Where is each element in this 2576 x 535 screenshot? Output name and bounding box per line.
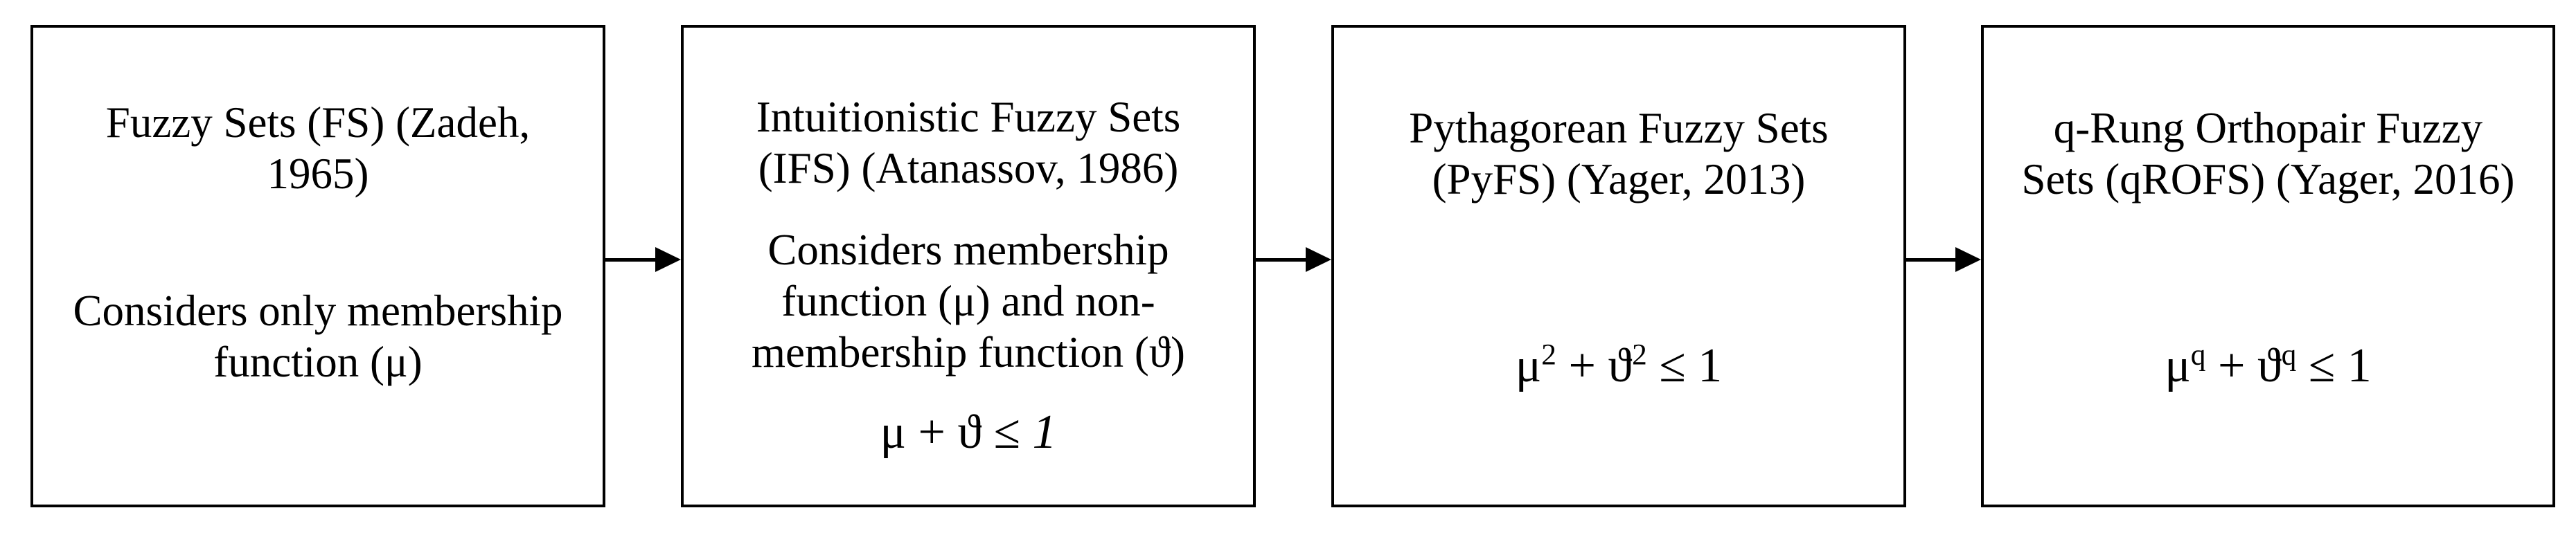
arrow-ifs-to-pyfs-head-icon bbox=[1306, 247, 1331, 272]
box-pythagorean-fuzzy-sets-title: Pythagorean Fuzzy Sets(PyFS) (Yager, 201… bbox=[1409, 104, 1829, 203]
box-intuitionistic-fuzzy-sets: Intuitionistic Fuzzy Sets(IFS) (Atanasso… bbox=[681, 25, 1256, 507]
box-fuzzy-sets: Fuzzy Sets (FS) (Zadeh,1965) Considers o… bbox=[30, 25, 605, 507]
box-intuitionistic-fuzzy-sets-title: Intuitionistic Fuzzy Sets(IFS) (Atanasso… bbox=[756, 93, 1181, 192]
box-qrung-orthopair-fuzzy-sets-formula: μq + ϑq ≤ 1 bbox=[2165, 338, 2372, 392]
arrow-pyfs-to-qrofs-line bbox=[1906, 258, 1957, 262]
arrow-fs-to-ifs-line bbox=[605, 258, 657, 262]
box-pythagorean-fuzzy-sets: Pythagorean Fuzzy Sets(PyFS) (Yager, 201… bbox=[1331, 25, 1906, 507]
arrow-fs-to-ifs-head-icon bbox=[655, 247, 681, 272]
box-intuitionistic-fuzzy-sets-formula: μ + ϑ ≤ 1 bbox=[880, 406, 1057, 459]
box-pythagorean-fuzzy-sets-formula: μ2 + ϑ2 ≤ 1 bbox=[1515, 338, 1723, 392]
box-fuzzy-sets-title: Fuzzy Sets (FS) (Zadeh,1965) bbox=[105, 98, 531, 198]
arrow-pyfs-to-qrofs-head-icon bbox=[1955, 247, 1981, 272]
arrow-ifs-to-pyfs-line bbox=[1256, 258, 1307, 262]
